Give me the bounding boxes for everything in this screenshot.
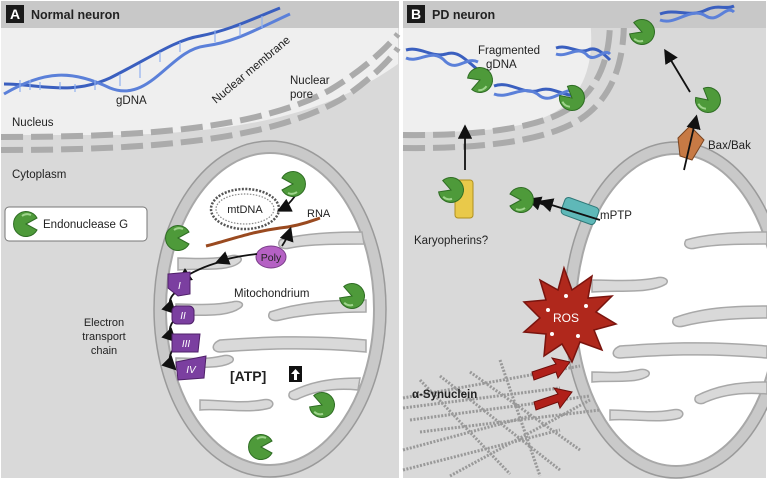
alpha-synuclein-label: α-Synuclein — [412, 389, 477, 401]
electron-transport-chain: I II III IV — [167, 271, 207, 381]
complex-i — [167, 271, 191, 297]
mitochondrion-b — [563, 141, 767, 479]
gdna-helix — [3, 6, 291, 96]
nuclear-pore-label-2: pore — [290, 89, 313, 101]
bax-bak-label: Bax/Bak — [708, 140, 751, 152]
mitochondrion-a: mtDNA RNA Poly I II — [153, 140, 387, 478]
fragmented-gdna — [405, 4, 736, 100]
mptp-channel — [538, 197, 601, 225]
rna-label: RNA — [307, 208, 331, 220]
ros-burst: ROS — [522, 265, 618, 364]
red-arrows — [531, 357, 573, 411]
etc-label-2: transport — [82, 331, 125, 343]
etc-label-3: chain — [91, 345, 117, 357]
poly-label: Poly — [261, 252, 282, 264]
complex-ii-label: II — [180, 311, 186, 322]
panel-b-title: PD neuron — [432, 8, 495, 22]
gdna-label: gDNA — [116, 95, 147, 107]
panel-a-letter-box — [6, 5, 24, 23]
poly-ribosome — [255, 245, 287, 269]
etc-label-1: Electron — [84, 317, 124, 329]
cytoplasm-label: Cytoplasm — [12, 169, 66, 181]
complex-iv — [175, 355, 207, 381]
panel-b: B PD neuron Fragmented gDNA Karyopherins… — [402, 1, 767, 479]
panel-a: A Normal neuron gDNA Nuclear membrane Nu… — [0, 1, 401, 478]
nuclear-membrane-b — [402, 19, 613, 139]
panel-a-letter: A — [10, 6, 20, 22]
karyopherins-label: Karyopherins? — [414, 235, 488, 247]
panel-b-letter: B — [411, 6, 421, 22]
bax-bak-pore — [677, 114, 705, 171]
complex-iii-label: III — [182, 339, 191, 350]
panel-b-letter-box — [407, 5, 425, 23]
mptp-label: mPTP — [600, 210, 632, 222]
complex-i-label: I — [178, 281, 181, 292]
complex-iii — [171, 333, 201, 353]
mitochondrium-label: Mitochondrium — [234, 288, 309, 300]
mtdna-label: mtDNA — [227, 204, 263, 216]
alpha-synuclein-fibrils — [402, 359, 601, 478]
fragmented-label-2: gDNA — [486, 59, 517, 71]
fragmented-label-1: Fragmented — [478, 45, 540, 57]
endonuclease-legend-label: Endonuclease G — [43, 219, 128, 231]
ros-label: ROS — [553, 311, 579, 325]
endonuclease-legend: Endonuclease G — [4, 206, 148, 242]
panel-a-title: Normal neuron — [31, 8, 120, 22]
complex-iv-label: IV — [186, 365, 197, 376]
nuclear-pore-label-1: Nuclear — [290, 75, 330, 87]
atp-label: [ATP] — [230, 368, 266, 384]
complex-ii — [171, 305, 195, 325]
nucleus-label: Nucleus — [12, 117, 54, 129]
nuclear-membrane-a — [0, 32, 401, 140]
